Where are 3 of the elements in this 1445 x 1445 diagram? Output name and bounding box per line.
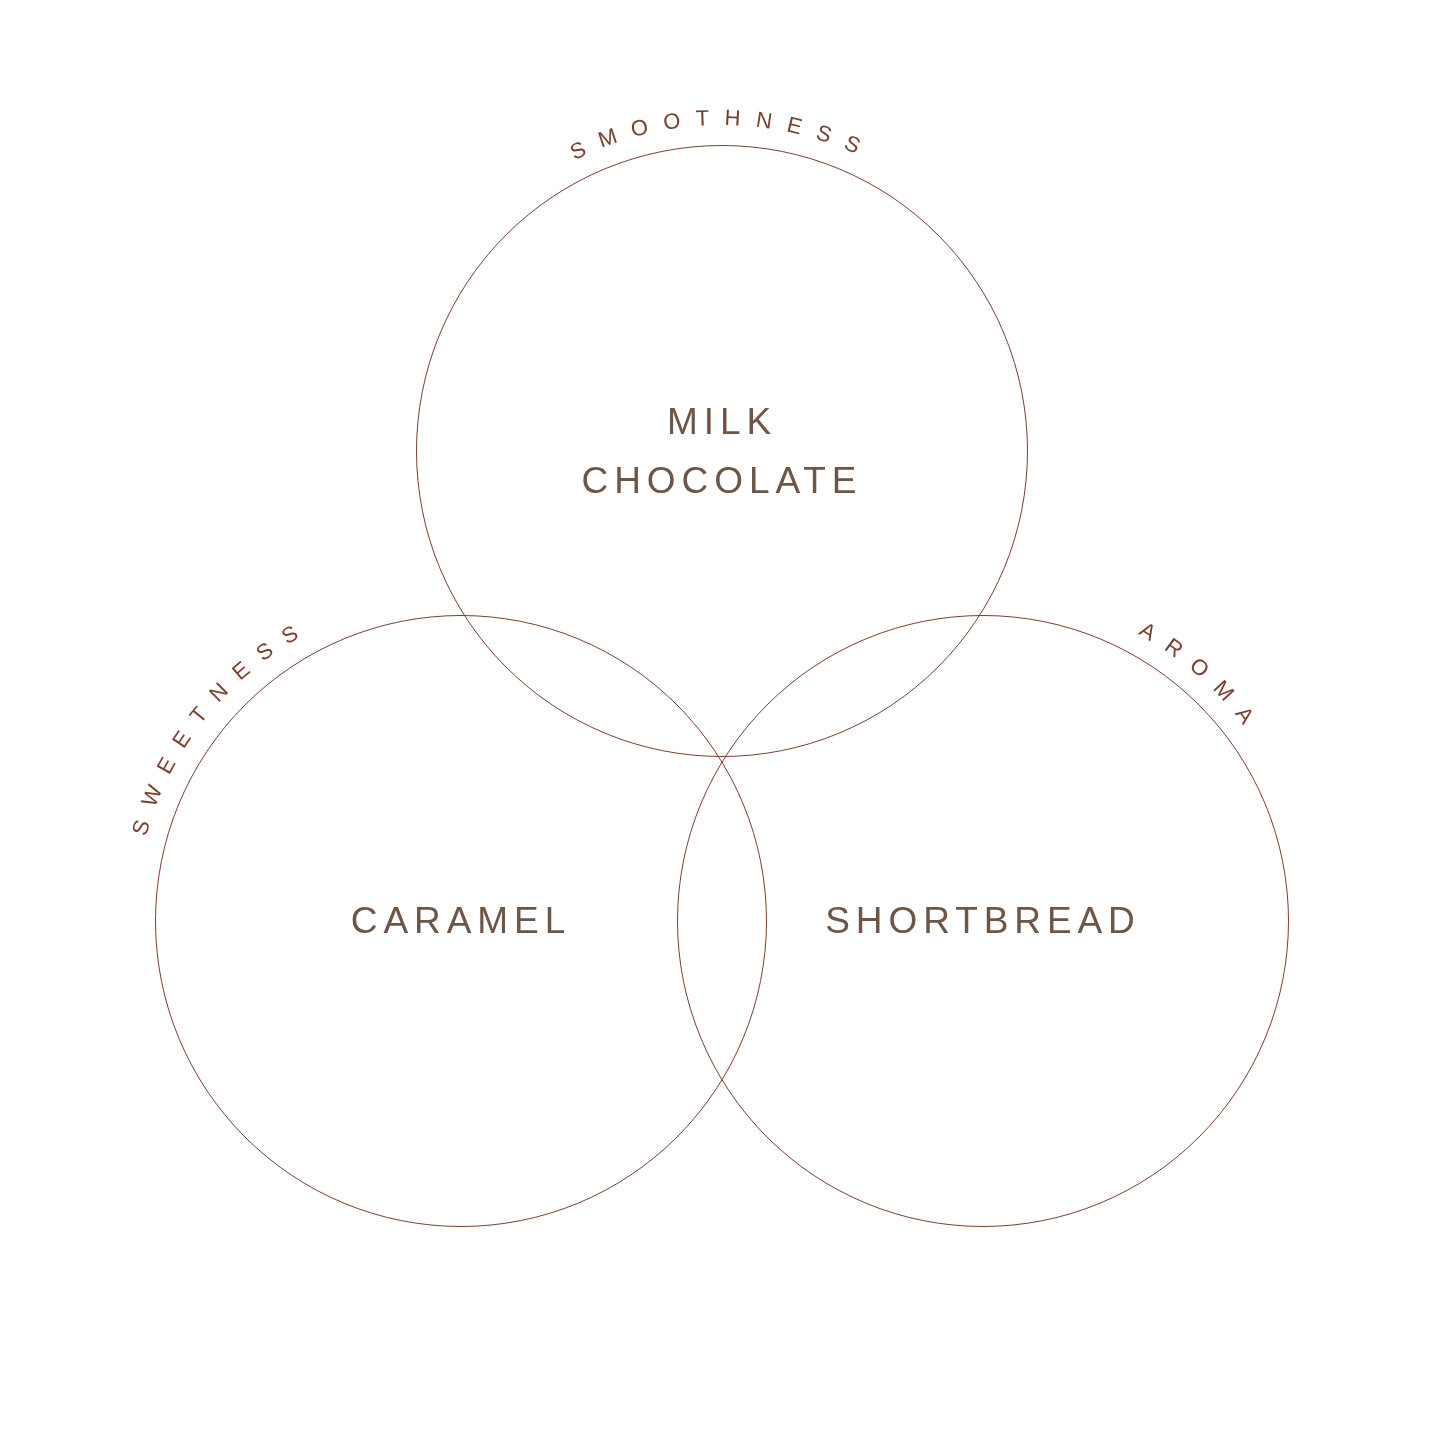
circle-label: CARAMEL: [349, 899, 573, 944]
circle-label: MILK CHOCOLATE: [580, 399, 864, 503]
circle-label: SHORTBREAD: [824, 899, 1142, 944]
